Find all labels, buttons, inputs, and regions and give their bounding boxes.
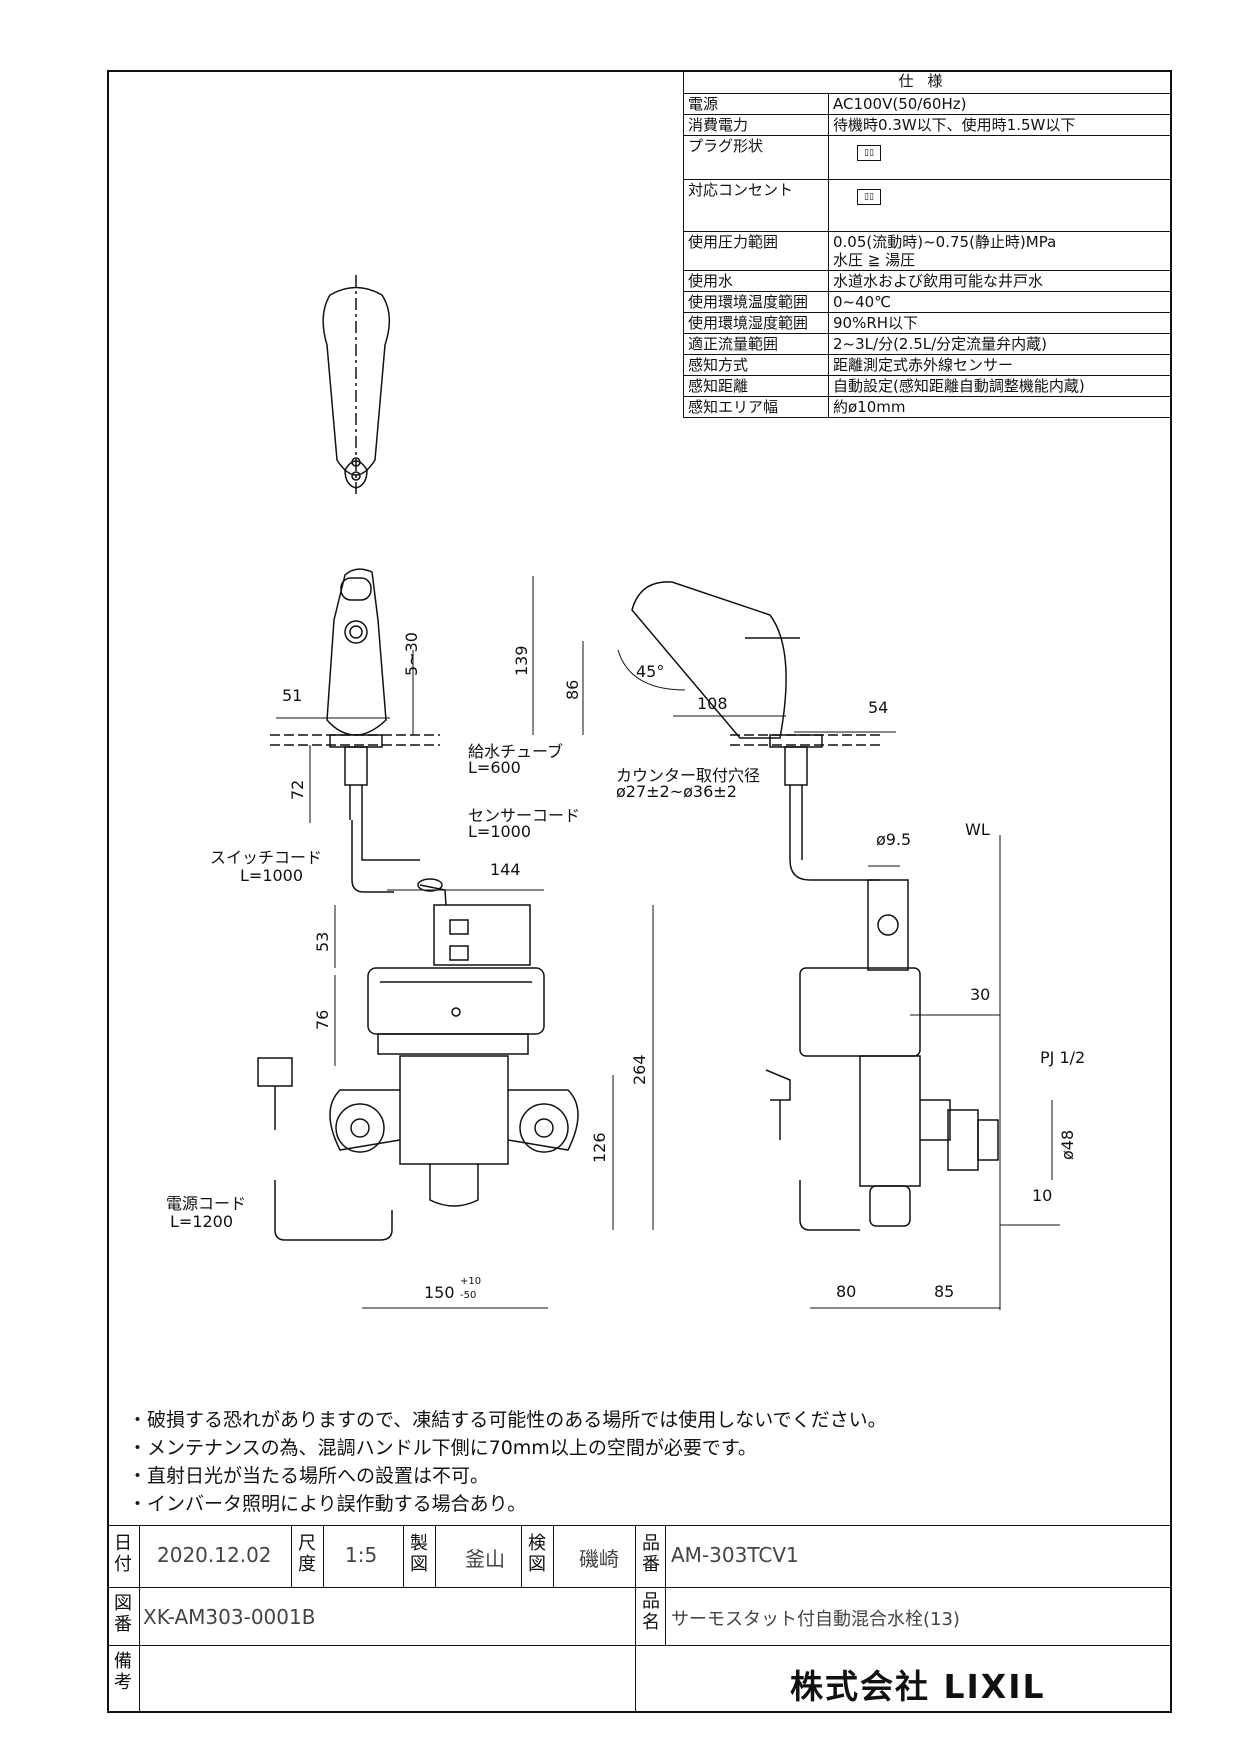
dim-76: 76 [313, 1009, 332, 1030]
checked-value: 磯崎 [579, 1547, 619, 1571]
remarks-label: 備考 [114, 1651, 132, 1693]
date-label: 日付 [114, 1533, 132, 1575]
date-value: 2020.12.02 [157, 1543, 272, 1567]
dim-45: 45° [636, 662, 665, 681]
part-no-label: 品番 [642, 1533, 660, 1575]
front-view [257, 568, 579, 1241]
dim-80: 80 [836, 1282, 857, 1301]
dim-d9-5: ø9.5 [876, 830, 912, 849]
dim-150-tol-dn: -50 [460, 1290, 477, 1301]
side-view [631, 581, 999, 1231]
dim-264: 264 [630, 1054, 649, 1085]
label-pj: PJ 1/2 [1040, 1048, 1086, 1067]
drawing-no-value: XK-AM303-0001B [143, 1605, 316, 1629]
name-label: 品名 [642, 1591, 660, 1633]
part-no-value: AM-303TCV1 [671, 1543, 799, 1567]
checked-label: 検図 [528, 1533, 546, 1575]
drawn-value: 釜山 [465, 1547, 505, 1571]
label-switch-cord: スイッチコード [210, 848, 323, 867]
label-counter-hole-size: ø27±2~ø36±2 [616, 782, 737, 801]
label-sensor-cord-len: L=1000 [468, 822, 532, 841]
spec-row: 使用水水道水および飲用可能な井戸水 [683, 270, 1172, 292]
dimension-lines [276, 576, 1060, 1310]
label-power-cord-len: L=1200 [170, 1212, 234, 1231]
label-counter-hole: カウンター取付穴径 [616, 766, 761, 785]
dim-86: 86 [563, 679, 582, 700]
scale-label: 尺度 [298, 1533, 316, 1575]
drawing-frame [107, 70, 1172, 1713]
label-supply-tube-len: L=600 [468, 758, 521, 777]
plug-shape-icon: ▯▯ [857, 145, 881, 161]
dim-144: 144 [490, 860, 521, 879]
dim-150: 150 [424, 1283, 455, 1302]
title-block: 日付 2020.12.02 尺度 1:5 製図 釜山 検図 磯崎 品番 AM-3… [107, 1525, 1172, 1713]
spec-row: 感知方式距離測定式赤外線センサー [683, 354, 1172, 376]
note-item: ・インバータ照明により誤作動する場合あり。 [128, 1493, 527, 1515]
scale-value: 1:5 [345, 1543, 378, 1567]
dim-30: 30 [970, 985, 991, 1004]
dim-54: 54 [868, 698, 889, 717]
spec-row: 感知エリア幅約ø10mm [683, 396, 1172, 418]
label-switch-cord-len: L=1000 [240, 866, 304, 885]
label-sensor-cord: センサーコード [468, 806, 581, 825]
dim-108: 108 [697, 694, 728, 713]
label-power-cord: 電源コード [166, 1194, 247, 1213]
note-item: ・破損する恐れがありますので、凍結する可能性のある場所では使用しないでください。 [128, 1409, 887, 1431]
note-item: ・メンテナンスの為、混調ハンドル下側に70mm以上の空間が必要です。 [128, 1437, 757, 1459]
dim-53: 53 [313, 931, 332, 952]
top-view [322, 275, 391, 495]
company-logo: 株式会社 LIXIL [790, 1667, 1046, 1706]
dim-wl: WL [965, 820, 990, 839]
notes: ・破損する恐れがありますので、凍結する可能性のある場所では使用しないでください。… [128, 1406, 887, 1518]
spec-row: プラグ形状▯▯ [683, 135, 1172, 180]
name-value: サーモスタット付自動混合水栓(13) [671, 1609, 960, 1630]
dim-139: 139 [512, 645, 531, 676]
label-supply-tube: 給水チューブ [468, 742, 564, 761]
outlet-shape-icon: ▯▯ [857, 189, 881, 205]
dim-10: 10 [1032, 1186, 1053, 1205]
dim-150-tol-up: +10 [460, 1276, 482, 1287]
dim-72: 72 [288, 779, 307, 800]
dim-85: 85 [934, 1282, 955, 1301]
drawing-no-label: 図番 [114, 1593, 132, 1635]
drawn-label: 製図 [410, 1533, 428, 1575]
dim-126: 126 [590, 1132, 609, 1163]
dim-5-30: 5~30 [402, 632, 421, 676]
dim-d48: ø48 [1058, 1129, 1077, 1160]
dim-51: 51 [282, 686, 303, 705]
note-item: ・直射日光が当たる場所への設置は不可。 [128, 1465, 490, 1487]
